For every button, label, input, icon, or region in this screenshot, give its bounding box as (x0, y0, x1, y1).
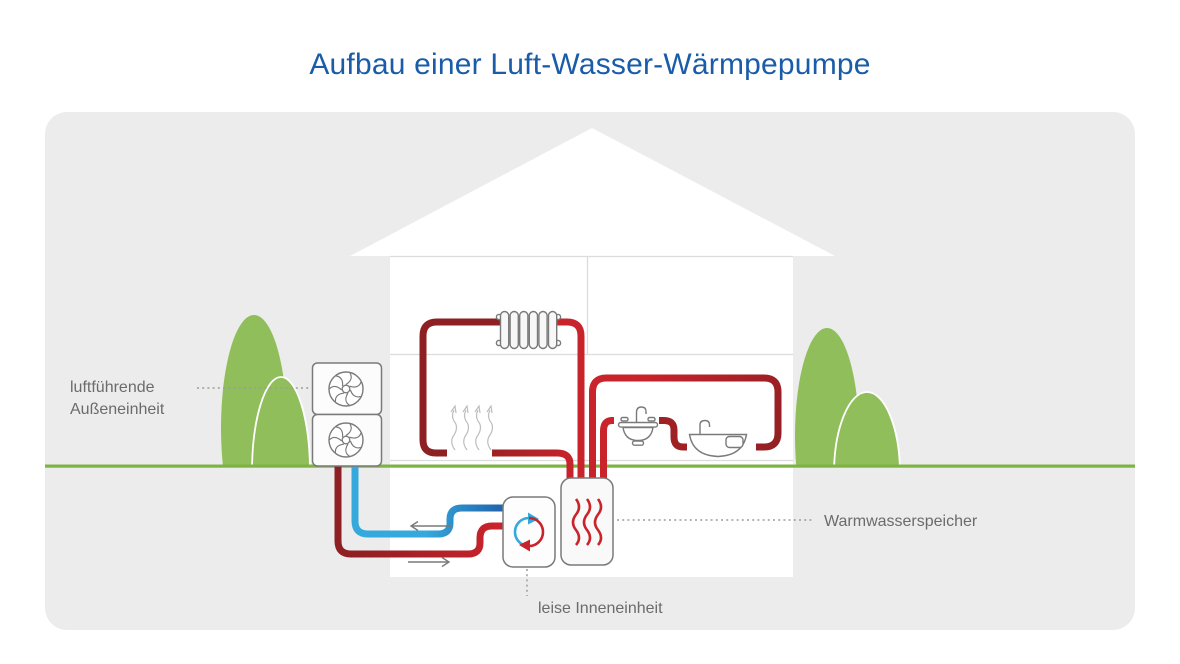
label-water-tank: Warmwasserspeicher (824, 513, 978, 530)
pipe-radiator-feed (556, 318, 585, 479)
label-indoor-unit: leise Inneneinheit (538, 600, 663, 617)
callout-lines (197, 387, 812, 596)
indoor-unit (502, 496, 556, 568)
refrigerant-cycle-icon (513, 512, 545, 552)
outdoor-unit (311, 362, 383, 467)
pipe-bath-arch (589, 374, 782, 479)
flow-arrows (408, 520, 452, 568)
water-tank (560, 477, 614, 566)
pipe-outdoor-cold (351, 460, 504, 538)
tree-right-small (833, 391, 901, 466)
arrow-right-icon (408, 556, 451, 568)
heat-waves-icon (571, 498, 603, 546)
pipe-outdoor-warm (334, 460, 504, 558)
sink-icon (617, 406, 659, 446)
label-outdoor-unit-line2: Außeneinheit (70, 401, 165, 418)
page-title: Aufbau einer Luft-Wasser-Wärmpepumpe (309, 48, 871, 81)
pipe-heating-return (419, 318, 501, 457)
pipe-sink-feed (600, 417, 614, 479)
tree-left-small (251, 376, 311, 466)
fan-icon (328, 422, 364, 458)
label-outdoor-unit-line1: luftführende (70, 379, 155, 396)
label-outdoor-unit: luftführende Außeneinheit (70, 377, 164, 421)
rising-heat-icon (450, 404, 494, 451)
pipe-sink-to-tub (659, 417, 687, 451)
trees (221, 315, 901, 466)
fan-icon (328, 371, 364, 407)
pipes (334, 318, 782, 558)
bathtub-icon (688, 419, 748, 458)
arrow-left-icon (409, 520, 452, 532)
house-roof (350, 128, 835, 256)
pipe-floor-return (492, 449, 574, 479)
radiator-icon (495, 310, 562, 350)
